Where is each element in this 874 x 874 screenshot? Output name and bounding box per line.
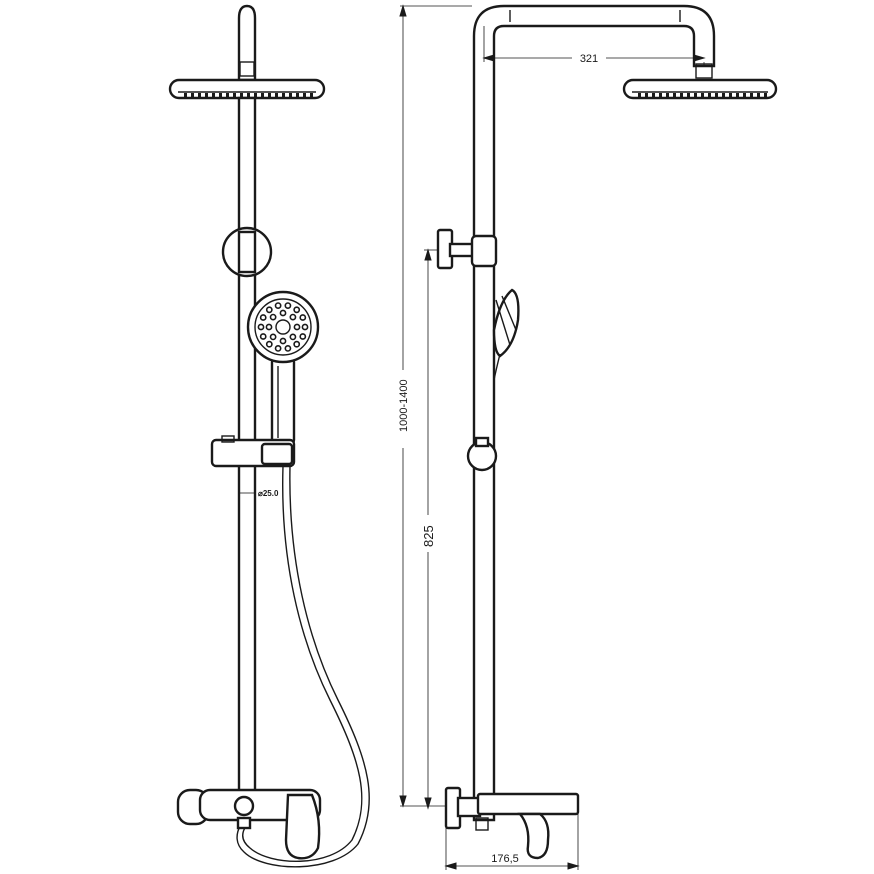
hand-nozzle: [284, 344, 292, 352]
hand-nozzle: [274, 344, 282, 352]
front-hand-shower-head: [246, 290, 320, 364]
hand-nozzle: [299, 314, 307, 321]
nozzle: [687, 93, 690, 97]
hand-nozzle: [279, 309, 287, 317]
hand-nozzle: [265, 323, 273, 331]
nozzle: [708, 93, 711, 97]
nozzle: [261, 93, 264, 97]
front-mixer-outlet: [236, 816, 252, 830]
nozzle: [282, 93, 285, 97]
nozzle: [268, 93, 271, 97]
hand-nozzle: [293, 306, 301, 314]
side-mid-connector: [436, 228, 498, 270]
nozzle: [296, 93, 299, 97]
front-hand-shower-nozzles: [257, 302, 309, 352]
nozzle: [198, 93, 201, 97]
nozzle: [652, 93, 655, 97]
hand-nozzle: [269, 313, 277, 321]
nozzle: [715, 93, 718, 97]
nozzle: [289, 93, 292, 97]
hand-nozzle: [259, 314, 267, 321]
front-top-nut: [239, 61, 255, 77]
hand-nozzle: [265, 306, 273, 314]
front-mixer-lever: [284, 793, 321, 860]
front-slider-holder: [210, 435, 296, 468]
nozzle: [254, 93, 257, 97]
nozzle: [666, 93, 669, 97]
nozzle: [233, 93, 236, 97]
nozzle: [736, 93, 739, 97]
nozzle: [219, 93, 222, 97]
side-mixer: [444, 786, 580, 860]
side-mixer-spout: [476, 792, 580, 816]
nozzle: [645, 93, 648, 97]
front-mixer: [176, 788, 322, 860]
nozzle: [303, 93, 306, 97]
nozzle: [659, 93, 662, 97]
nozzle: [191, 93, 194, 97]
nozzle: [729, 93, 732, 97]
hand-nozzle: [293, 340, 301, 348]
arm-length-label: 321: [580, 53, 598, 65]
side-mixer-neck: [456, 796, 482, 818]
nozzle: [722, 93, 725, 97]
nozzle: [757, 93, 760, 97]
front-diverter-knob: [233, 795, 255, 817]
side-mixer-outlet: [475, 817, 489, 831]
hand-nozzle: [293, 323, 301, 331]
front-slider-cradle: [260, 442, 294, 466]
hand-nozzle: [265, 340, 273, 348]
hand-nozzle: [284, 302, 292, 309]
front-view: ⌀25.0: [168, 4, 370, 868]
hand-nozzle: [274, 302, 282, 309]
front-top-stub: [237, 4, 257, 82]
nozzle: [275, 93, 278, 97]
hand-nozzle: [299, 333, 307, 340]
hand-nozzle: [289, 333, 297, 341]
side-hand-shower-head: [492, 288, 520, 358]
front-shower-hose: [242, 465, 363, 862]
hand-nozzle: [257, 323, 265, 331]
nozzle: [184, 93, 187, 97]
hand-nozzle: [259, 333, 267, 340]
nozzle: [205, 93, 208, 97]
nozzle: [212, 93, 215, 97]
nozzle: [247, 93, 250, 97]
slider-height-label: 825: [421, 525, 436, 547]
nozzle: [764, 93, 767, 97]
nozzle: [750, 93, 753, 97]
hand-nozzle: [279, 337, 287, 345]
spout-depth-label: 176,5: [491, 853, 519, 865]
nozzle: [310, 93, 313, 97]
nozzle: [226, 93, 229, 97]
side-mixer-lever: [517, 812, 550, 860]
front-hand-shower: [246, 290, 320, 446]
hand-nozzle: [269, 333, 277, 341]
side-view: 1000-1400 825 321 176,5: [398, 4, 778, 870]
front-head-nozzles: [184, 93, 313, 97]
front-hand-shower-handle: [270, 356, 296, 446]
total-height-label: 1000-1400: [398, 379, 410, 432]
front-overhead-head: [168, 78, 326, 100]
front-slider-knob: [221, 435, 235, 443]
nozzle: [638, 93, 641, 97]
side-head-nozzles: [638, 93, 767, 97]
nozzle: [673, 93, 676, 97]
front-upper-bracket-collar: [237, 230, 257, 274]
nozzle: [240, 93, 243, 97]
rail-diameter-label: ⌀25.0: [258, 489, 279, 498]
side-overhead-head: [622, 78, 778, 100]
hand-nozzle: [301, 323, 309, 331]
nozzle: [680, 93, 683, 97]
nozzle: [701, 93, 704, 97]
side-connector-collar: [470, 234, 498, 268]
nozzle: [694, 93, 697, 97]
side-hand-shower: [492, 288, 520, 381]
hand-nozzle: [289, 313, 297, 321]
side-overhead-arm: [472, 4, 716, 822]
nozzle: [743, 93, 746, 97]
